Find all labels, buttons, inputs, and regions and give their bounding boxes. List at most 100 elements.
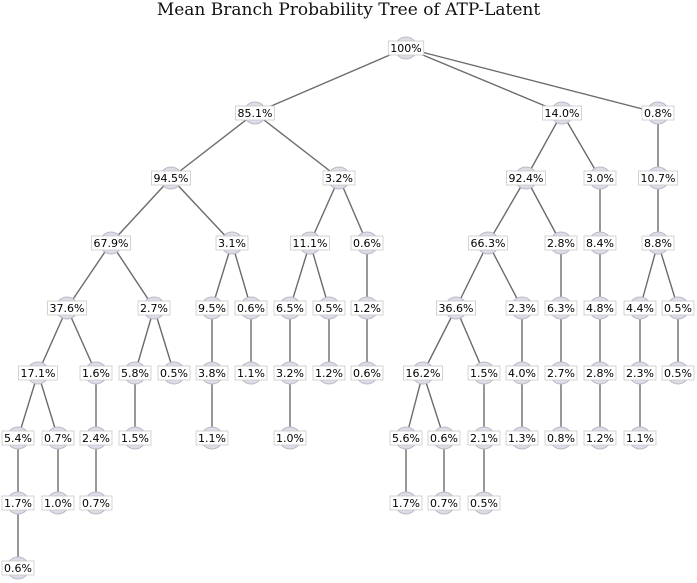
tree-node: 3.2% [273, 361, 307, 385]
node-label: 0.7% [44, 432, 72, 445]
tree-node: 0.7% [427, 491, 461, 515]
node-label-box [312, 365, 346, 381]
tree-edge [66, 242, 112, 309]
node-label-box [542, 105, 582, 121]
node-label-box [118, 430, 152, 446]
tree-node: 4.8% [583, 296, 617, 320]
node-label-box [583, 235, 617, 251]
tree-node: 2.4% [79, 426, 113, 450]
tree-node: 1.2% [583, 426, 617, 450]
node-label: 3.8% [198, 367, 226, 380]
node-label: 0.5% [315, 302, 343, 315]
node-label: 1.2% [586, 432, 614, 445]
tree-edge [525, 177, 562, 244]
tree-node: 5.8% [118, 361, 152, 385]
tree-node: 36.6% [436, 296, 476, 320]
tree-node: 5.4% [1, 426, 35, 450]
node-label-box [157, 365, 191, 381]
node-label-box [1, 430, 35, 446]
tree-node-root: 100% [387, 36, 425, 60]
node-label-box [350, 300, 384, 316]
tree-node: 85.1% [235, 101, 275, 125]
node-label-box [18, 365, 58, 381]
tree-node: 4.4% [623, 296, 657, 320]
tree-node: 3.2% [322, 166, 356, 190]
node-label-box [505, 300, 539, 316]
node-label: 0.5% [160, 367, 188, 380]
node-label: 0.6% [353, 237, 381, 250]
node-label: 2.4% [82, 432, 110, 445]
tree-node: 2.8% [544, 231, 578, 255]
tree-node: 2.7% [544, 361, 578, 385]
tree-node: 1.1% [623, 426, 657, 450]
node-label-box [322, 170, 356, 186]
tree-node: 0.5% [467, 491, 501, 515]
node-label-box [544, 365, 578, 381]
node-label: 0.5% [664, 367, 692, 380]
node-label-box [661, 365, 695, 381]
tree-node: 1.1% [195, 426, 229, 450]
node-label-box [350, 235, 384, 251]
node-label-box [41, 495, 75, 511]
node-label-box [79, 365, 113, 381]
tree-node: 11.1% [290, 231, 330, 255]
node-label: 6.3% [547, 302, 575, 315]
node-label: 2.7% [547, 367, 575, 380]
node-label: 1.5% [121, 432, 149, 445]
node-label: 2.8% [586, 367, 614, 380]
node-label-box [468, 235, 508, 251]
tree-node: 5.6% [389, 426, 423, 450]
node-label: 1.0% [44, 497, 72, 510]
node-label: 16.2% [406, 367, 441, 380]
tree-node: 1.6% [79, 361, 113, 385]
tree-node: 3.8% [195, 361, 229, 385]
node-label-box [273, 365, 307, 381]
node-label: 10.7% [641, 172, 676, 185]
tree-edge [254, 47, 407, 114]
node-label: 0.6% [4, 562, 32, 575]
node-label: 0.8% [644, 107, 672, 120]
tree-edge [455, 307, 485, 374]
node-label: 1.5% [470, 367, 498, 380]
tree-nodes: 100%85.1%94.5%67.9%37.6%17.1%5.4%1.7%0.6… [1, 36, 695, 580]
node-label-box [195, 300, 229, 316]
node-label-box [623, 365, 657, 381]
node-label-box [1, 495, 35, 511]
node-label: 8.4% [586, 237, 614, 250]
tree-node: 1.3% [505, 426, 539, 450]
tree-node: 1.0% [273, 426, 307, 450]
node-label: 0.7% [430, 497, 458, 510]
node-label: 1.7% [392, 497, 420, 510]
node-label: 3.2% [325, 172, 353, 185]
tree-node: 0.8% [641, 101, 675, 125]
node-label-box [235, 105, 275, 121]
tree-node: 14.0% [542, 101, 582, 125]
tree-node: 1.5% [118, 426, 152, 450]
node-label-box [641, 235, 675, 251]
node-label-box [273, 430, 307, 446]
node-label: 0.6% [237, 302, 265, 315]
node-label: 5.8% [121, 367, 149, 380]
node-label: 0.5% [470, 497, 498, 510]
node-label-box [137, 300, 171, 316]
tree-edge [254, 112, 340, 179]
node-label: 3.0% [586, 172, 614, 185]
node-label-box [544, 235, 578, 251]
tree-node: 0.5% [312, 296, 346, 320]
node-label: 66.3% [471, 237, 506, 250]
tree-node: 6.5% [273, 296, 307, 320]
node-label: 94.5% [154, 172, 189, 185]
tree-node: 1.7% [1, 491, 35, 515]
tree-node: 1.7% [389, 491, 423, 515]
tree-edge [110, 177, 172, 244]
node-label: 1.2% [353, 302, 381, 315]
node-label: 0.5% [664, 302, 692, 315]
node-label: 0.6% [430, 432, 458, 445]
tree-edge [110, 242, 155, 309]
tree-node: 1.2% [312, 361, 346, 385]
node-label: 0.6% [353, 367, 381, 380]
node-label-box [41, 430, 75, 446]
node-label-box [389, 495, 423, 511]
node-label: 3.1% [218, 237, 246, 250]
